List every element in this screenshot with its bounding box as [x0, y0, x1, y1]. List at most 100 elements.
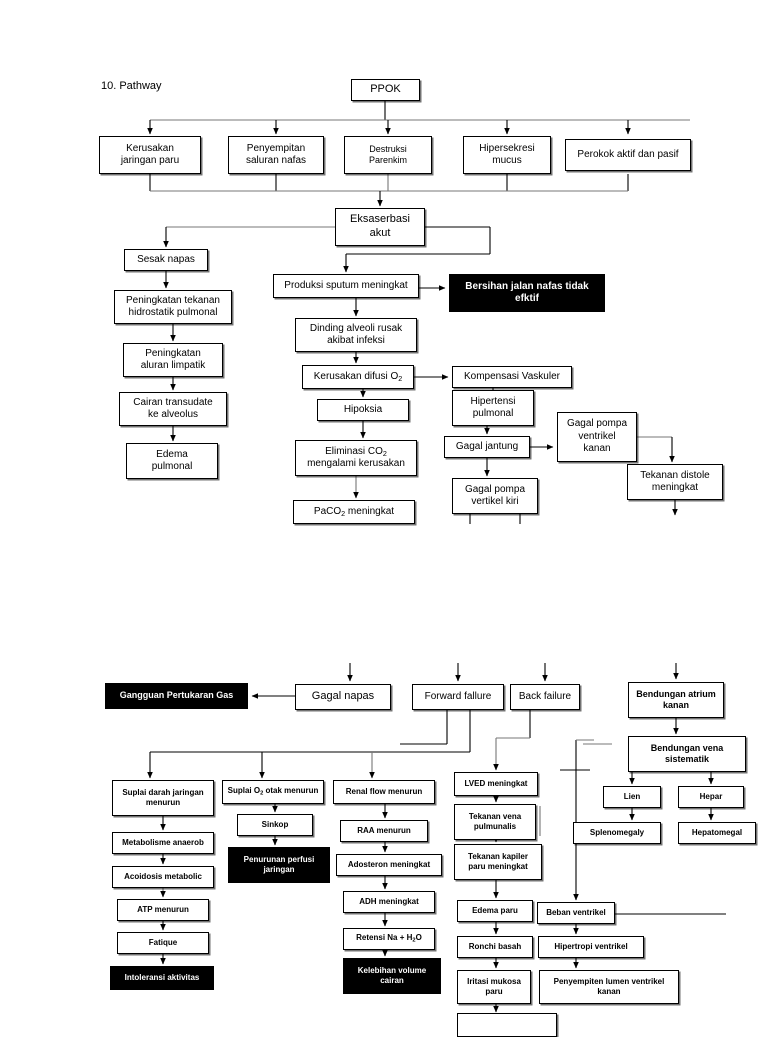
node-label: ATP menurun [137, 905, 189, 914]
node-splenomegaly[interactable]: Splenomegaly [573, 822, 661, 844]
page-title: 10. Pathway [101, 80, 162, 92]
node-label: Kompensasi Vaskuler [464, 370, 560, 382]
node-label: Kerusakan difusi O2 [313, 370, 403, 383]
node-sesak-napas[interactable]: Sesak napas [124, 249, 208, 271]
node-label: Gagal jantung [455, 440, 519, 452]
node-raa-menurun[interactable]: RAA menurun [340, 820, 428, 842]
node-sinkop[interactable]: Sinkop [237, 814, 313, 836]
node-label: Acoidosis metabolic [124, 872, 202, 881]
node-lien[interactable]: Lien [603, 786, 661, 808]
node-hepatomegal[interactable]: Hepatomegal [678, 822, 756, 844]
node-label: Gangguan Pertukaran Gas [119, 690, 234, 701]
node-hipoksia[interactable]: Hipoksia [317, 399, 409, 421]
node-gagal-jantung[interactable]: Gagal jantung [444, 436, 530, 458]
node-label: Forward fallure [424, 690, 492, 702]
node-back-failure[interactable]: Back failure [510, 684, 580, 710]
node-ppok[interactable]: PPOK [351, 79, 420, 101]
node-forward-failure[interactable]: Forward fallure [412, 684, 504, 710]
node-lved-meningkat[interactable]: LVED meningkat [454, 772, 538, 796]
node-hepar[interactable]: Hepar [678, 786, 744, 808]
node-adh-meningkat[interactable]: ADH meningkat [343, 891, 435, 913]
node-gangguan-pertukaran-gas[interactable]: Gangguan Pertukaran Gas [105, 683, 248, 709]
node-renal-flow-menurun[interactable]: Renal flow menurun [333, 780, 435, 804]
node-label: Hepar [699, 792, 723, 801]
node-label: Splenomegaly [589, 828, 645, 837]
node-edema-paru[interactable]: Edema paru [457, 900, 533, 922]
node-suplai-o2-otak-menurun[interactable]: Suplai O2 otak menurun [222, 780, 324, 804]
node-label: Beban ventrikel [546, 908, 606, 917]
node-label: LVED meningkat [464, 779, 528, 788]
node-label: Hipoksia [343, 403, 383, 415]
node-retensi-na-h2o[interactable]: Retensi Na + H2O [343, 928, 435, 950]
node-label: Lien [623, 792, 641, 801]
node-atp-menurun[interactable]: ATP menurun [117, 899, 209, 921]
node-hipertropi-ventrikel[interactable]: Hipertropi ventrikel [538, 936, 644, 958]
node-beban-ventrikel[interactable]: Beban ventrikel [537, 902, 615, 924]
node-perokok-aktif-dan-pasif[interactable]: Perokok aktif dan pasif [565, 139, 691, 171]
node-acoidosis-metabolic[interactable]: Acoidosis metabolic [112, 866, 214, 888]
node-label: Hepatomegal [691, 828, 743, 837]
node-cut-off-bottom[interactable] [457, 1013, 557, 1037]
node-fatique[interactable]: Fatique [117, 932, 209, 954]
node-label: Gagal napas [311, 690, 375, 703]
node-kompensasi-vaskuler[interactable]: Kompensasi Vaskuler [452, 366, 572, 388]
node-label: Intoleransi aktivitas [124, 973, 200, 982]
node-label: Produksi sputum meningkat [284, 279, 408, 291]
node-ronchi-basah[interactable]: Ronchi basah [457, 936, 533, 958]
node-adosteron-meningkat[interactable]: Adosteron meningkat [336, 854, 442, 876]
node-kerusakan-difusi-o2[interactable]: Kerusakan difusi O2 [302, 365, 414, 389]
node-label: Sinkop [261, 820, 289, 829]
node-paco2-meningkat[interactable]: PaCO2 meningkat [293, 500, 415, 524]
node-label: Back failure [518, 690, 572, 702]
node-produksi-sputum-meningkat[interactable]: Produksi sputum meningkat [273, 274, 419, 298]
node-intoleransi-aktivitas[interactable]: Intoleransi aktivitas [110, 966, 214, 990]
node-label: Metabolisme anaerob [122, 838, 204, 847]
node-label: PPOK [370, 83, 401, 96]
node-metabolisme-anaerob[interactable]: Metabolisme anaerob [112, 832, 214, 854]
node-gagal-napas[interactable]: Gagal napas [295, 684, 391, 710]
